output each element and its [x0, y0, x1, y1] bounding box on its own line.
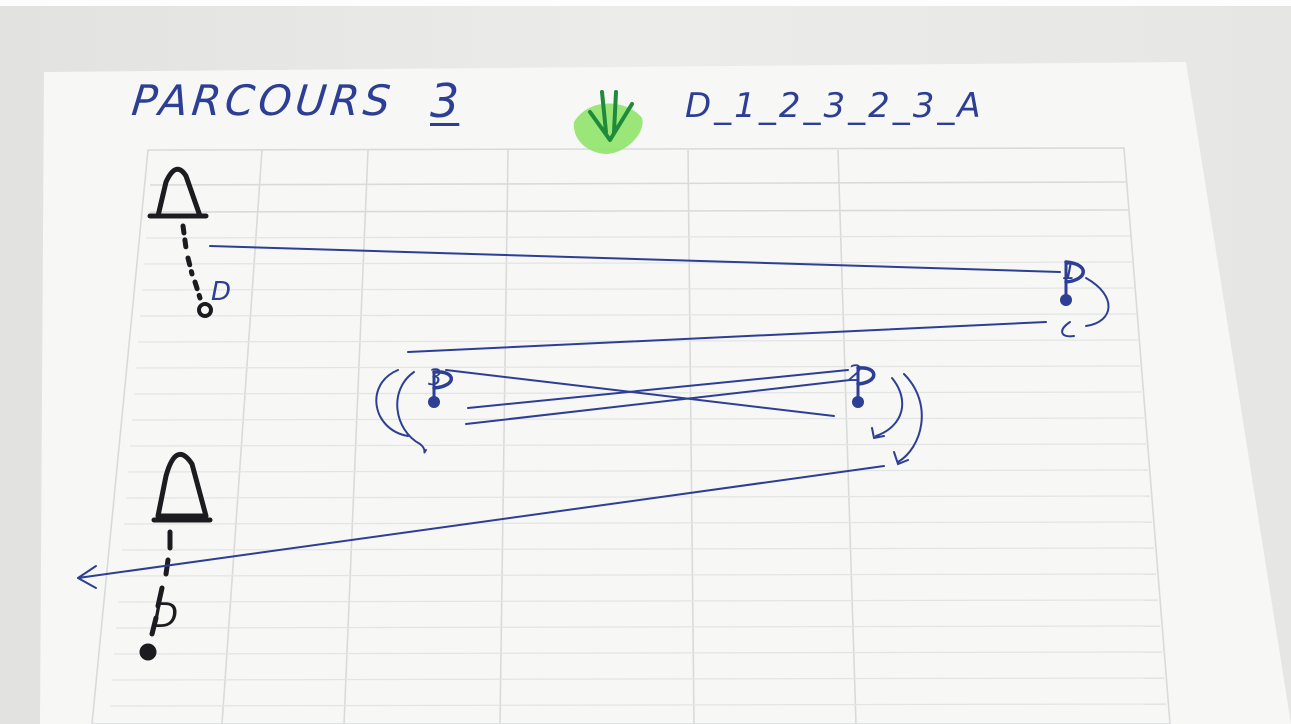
start-label: D [211, 277, 231, 307]
mark1-number: 1 [1062, 260, 1076, 285]
course-title-number: 3 [430, 74, 459, 128]
course-sequence: D_1_2_3_2_3_A [685, 86, 984, 126]
finish-label: D [152, 596, 178, 636]
mark3-number: 3 [428, 366, 442, 391]
course-title-word: PARCOURS [129, 76, 396, 125]
mark2-number: 2 [848, 362, 862, 387]
